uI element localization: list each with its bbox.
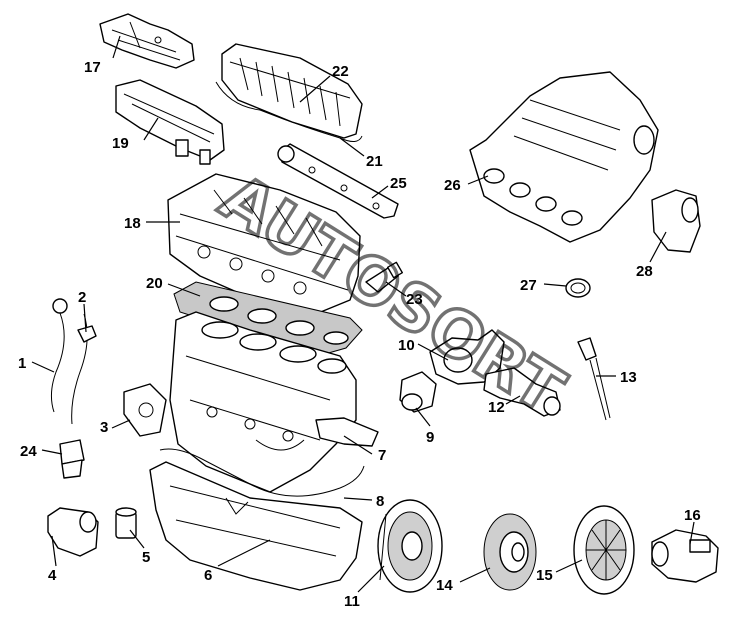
- part-cam-cover: [221, 43, 363, 139]
- callout-1: 1: [18, 355, 26, 372]
- part-o-ring: [565, 278, 591, 298]
- callout-8: 8: [376, 493, 384, 510]
- callout-15: 15: [536, 567, 553, 584]
- callout-27: 27: [520, 277, 537, 294]
- part-flywheel: [377, 499, 443, 593]
- callout-21: 21: [366, 153, 383, 170]
- part-coolant-pipe: [483, 367, 561, 417]
- part-cam-cover-gasket: [215, 81, 363, 142]
- part-clutch-disc: [483, 513, 537, 591]
- callout-24: 24: [20, 443, 37, 460]
- part-fuel-rail: [277, 143, 399, 219]
- part-pressure-plate: [573, 505, 635, 595]
- part-engine-block: [169, 311, 357, 493]
- callout-11: 11: [344, 593, 360, 610]
- callout-13: 13: [620, 369, 637, 386]
- leader-lines: [31, 35, 695, 593]
- callout-3: 3: [100, 419, 108, 436]
- part-oil-filter-housing: [47, 507, 99, 557]
- part-oil-filter-bracket: [123, 383, 167, 437]
- part-probe-sensor: [577, 337, 611, 421]
- callout-25: 25: [390, 175, 407, 192]
- callout-2: 2: [78, 289, 86, 306]
- part-dipstick: [50, 298, 68, 413]
- callout-9: 9: [426, 429, 434, 446]
- part-heat-shield: [99, 13, 195, 69]
- callout-22: 22: [332, 63, 349, 80]
- callout-17: 17: [84, 59, 101, 76]
- callout-19: 19: [112, 135, 129, 152]
- callout-6: 6: [204, 567, 212, 584]
- callout-23: 23: [406, 291, 423, 308]
- part-cam-carrier: [115, 79, 225, 165]
- callout-26: 26: [444, 177, 461, 194]
- part-throttle-body: [651, 189, 701, 253]
- callout-7: 7: [378, 447, 386, 464]
- callout-14: 14: [436, 577, 453, 594]
- part-oil-pressure-switch: [59, 439, 85, 479]
- part-water-outlet: [399, 371, 437, 413]
- part-starter-motor: [651, 529, 719, 583]
- callout-10: 10: [398, 337, 415, 354]
- part-intake-manifold: [469, 71, 659, 243]
- callout-12: 12: [488, 399, 505, 416]
- callout-5: 5: [142, 549, 150, 566]
- part-temperature-sensor: [365, 261, 404, 293]
- callout-16: 16: [684, 507, 701, 524]
- callout-18: 18: [124, 215, 141, 232]
- part-sump-gasket: [159, 448, 365, 497]
- callout-4: 4: [48, 567, 57, 584]
- part-dipstick-tube: [71, 313, 97, 425]
- part-engine-bracket: [315, 417, 379, 447]
- callout-20: 20: [146, 275, 163, 292]
- part-oil-sump: [149, 461, 363, 591]
- part-cylinder-head: [167, 173, 361, 319]
- part-thermostat-housing: [429, 329, 505, 385]
- callout-28: 28: [636, 263, 653, 280]
- callouts: 17 22 19 21 25 18 20 23 26 27 28 1 2 3 2…: [18, 59, 701, 610]
